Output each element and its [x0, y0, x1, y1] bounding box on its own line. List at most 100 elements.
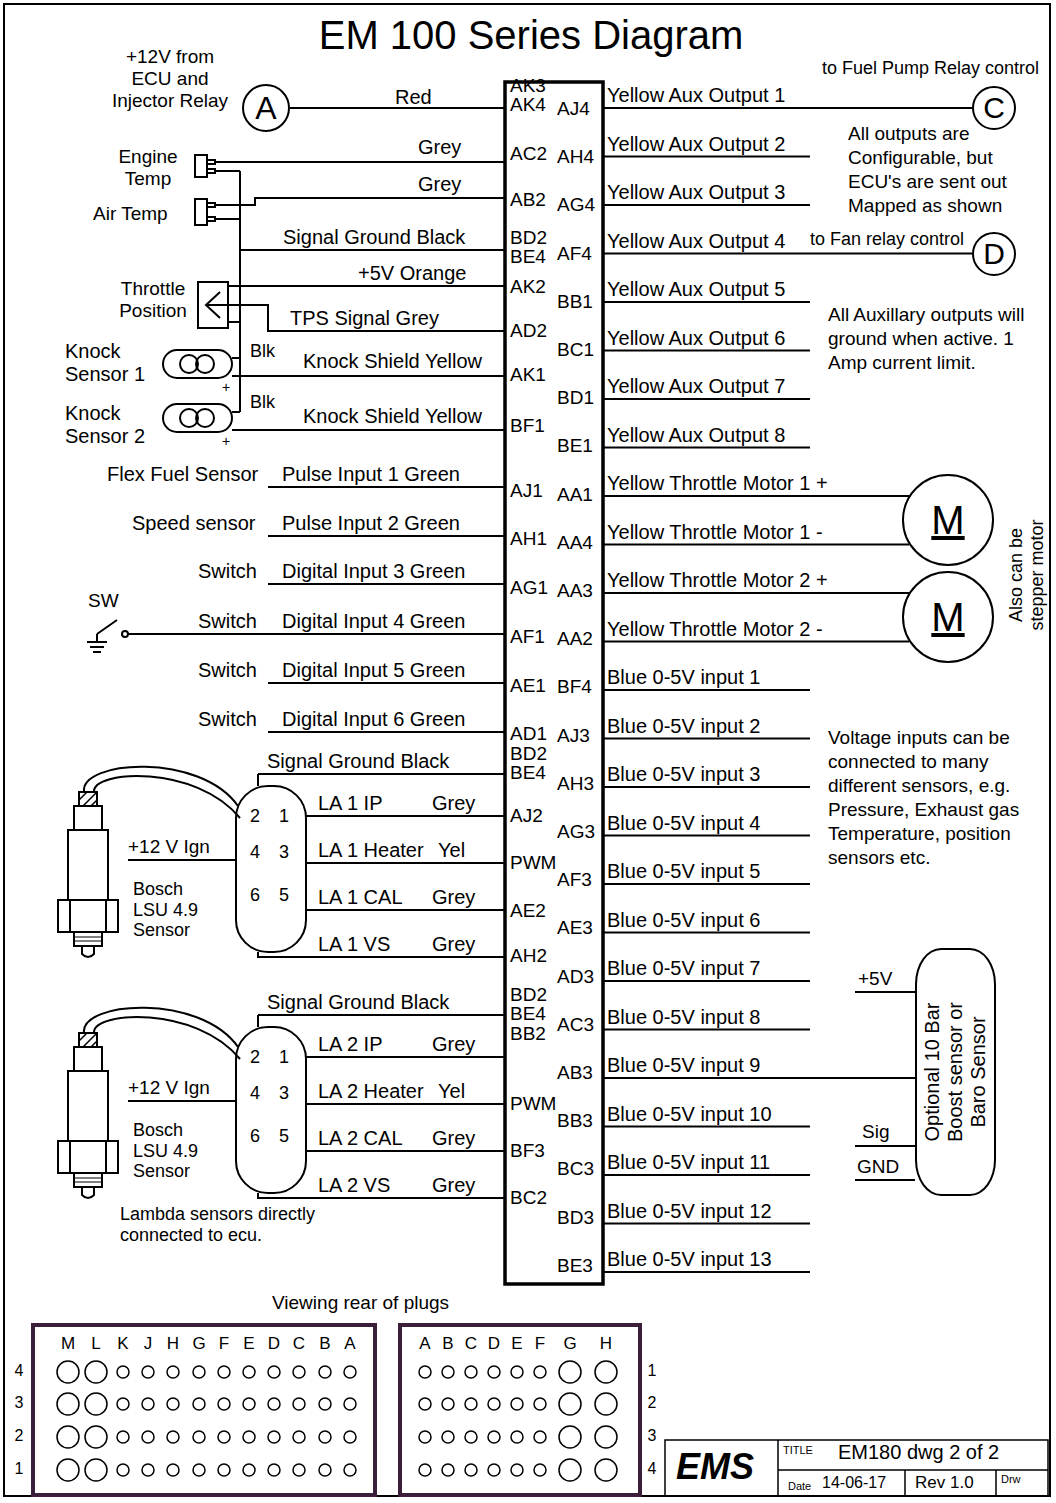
switch-symbol	[87, 620, 117, 652]
lambda-sensor	[128, 774, 505, 957]
plug-pin-hole	[595, 1459, 617, 1481]
label-text: 2	[250, 1047, 260, 1068]
label-text: Yel	[438, 839, 465, 862]
pin-column: H	[600, 1334, 612, 1354]
plug-pin-hole	[319, 1431, 331, 1443]
pin-row: 3	[648, 1427, 657, 1445]
pin-column: E	[511, 1334, 522, 1354]
plug-pin-hole	[268, 1464, 280, 1476]
throttle-position-sensor	[206, 292, 220, 318]
plug-pin-hole	[419, 1431, 431, 1443]
plug-pin-hole	[419, 1398, 431, 1410]
wire-label: Blue 0-5V input 8	[607, 1006, 760, 1029]
wire-label: Yellow Aux Output 6	[607, 327, 785, 350]
node-letter: A	[255, 92, 276, 124]
plug-pin-hole	[243, 1464, 255, 1476]
note-text: All outputs are Configurable, but ECU's …	[848, 122, 1030, 218]
plug-pin-hole	[57, 1459, 79, 1481]
wire-label: Blue 0-5V input 12	[607, 1200, 772, 1223]
label-text: Air Temp	[93, 203, 168, 225]
pin-name: BC2	[510, 1188, 547, 1208]
label-text: Grey	[418, 173, 461, 196]
plug-pin-hole	[142, 1366, 154, 1378]
label-text: SW	[88, 590, 119, 612]
plug-outline	[33, 1325, 640, 1495]
pin-name: BD2	[510, 985, 547, 1005]
label-text: +	[222, 379, 230, 395]
note-text: to Fuel Pump Relay control	[822, 58, 1039, 79]
pin-name: AE2	[510, 901, 546, 921]
plug-pin-hole	[243, 1398, 255, 1410]
knock-sensor-symbol	[196, 355, 214, 373]
pin-row: 2	[15, 1427, 24, 1445]
label-text: Throttle Position	[112, 278, 194, 322]
note-text: Also can be stepper motor	[1006, 515, 1047, 635]
label-text: 4	[250, 1083, 260, 1104]
plug-pin-hole	[344, 1431, 356, 1443]
plug-pin-hole	[559, 1459, 581, 1481]
wire-label: Yellow Aux Output 2	[607, 133, 785, 156]
plug-pin-hole	[344, 1366, 356, 1378]
pin-column: F	[219, 1334, 229, 1354]
label-text: Switch	[198, 659, 257, 682]
plug-pin-hole	[293, 1366, 305, 1378]
label-text: Signal Ground Black	[283, 226, 465, 249]
ecu-connector	[505, 82, 603, 1284]
plug-pin-hole	[319, 1366, 331, 1378]
label-text: Grey	[432, 1033, 475, 1056]
note-text: Voltage inputs can be connected to many …	[828, 726, 1040, 870]
label-text: LA 2 CAL	[318, 1127, 403, 1150]
plug-pin-hole	[85, 1459, 107, 1481]
pin-column: M	[61, 1334, 75, 1354]
plug-pin-hole	[488, 1366, 500, 1378]
label-text: Knock Shield Yellow	[303, 405, 482, 428]
label-text: Digital Input 6 Green	[282, 708, 465, 731]
pin-column: C	[293, 1334, 305, 1354]
temp-sensor-connector	[207, 203, 215, 207]
pin-column: K	[117, 1334, 128, 1354]
wire-label: Yellow Aux Output 3	[607, 181, 785, 204]
label-text: 1	[279, 1047, 289, 1068]
label-text: Grey	[432, 792, 475, 815]
motor-symbol: M	[902, 474, 994, 566]
plug-pin-hole	[268, 1366, 280, 1378]
pin-name: AG1	[510, 578, 548, 598]
label-text: 6	[250, 885, 260, 906]
label-text: 5	[279, 885, 289, 906]
plug-pin-hole	[167, 1431, 179, 1443]
pin-name: AB2	[510, 190, 546, 210]
pin-name: BE3	[557, 1256, 593, 1276]
label-text: Bosch LSU 4.9 Sensor	[133, 879, 207, 941]
wire-label: Blue 0-5V input 5	[607, 860, 760, 883]
plug-pin-hole	[465, 1398, 477, 1410]
plug-pin-hole	[344, 1398, 356, 1410]
pin-row: 1	[648, 1362, 657, 1380]
wire-label: Yellow Aux Output 8	[607, 424, 785, 447]
pin-name: BF4	[557, 677, 592, 697]
label-text: 6	[250, 1126, 260, 1147]
pin-column: A	[419, 1334, 430, 1354]
lambda-sensor	[79, 792, 97, 806]
sensor-box: Optional 10 Bar Boost sensor or Baro Sen…	[915, 948, 996, 1196]
plug-pin-hole	[193, 1366, 205, 1378]
plug-pin-hole	[344, 1464, 356, 1476]
pin-name: BE1	[557, 436, 593, 456]
label-text: Sig	[862, 1121, 889, 1143]
title-block-text: EM180 dwg 2 of 2	[838, 1441, 999, 1464]
temp-sensor-connector	[207, 160, 215, 164]
pin-column: J	[144, 1334, 153, 1354]
label-text: Switch	[198, 708, 257, 731]
pin-name: BB3	[557, 1111, 593, 1131]
plug-pin-hole	[559, 1426, 581, 1448]
pin-column: A	[344, 1334, 355, 1354]
plug-pin-hole	[293, 1431, 305, 1443]
plug-pin-hole	[193, 1398, 205, 1410]
plug-pin-hole	[167, 1464, 179, 1476]
pin-name: AF4	[557, 244, 592, 264]
throttle-position-sensor	[198, 282, 228, 328]
pin-column: F	[535, 1334, 545, 1354]
pin-column: H	[167, 1334, 179, 1354]
plug-pin-hole	[57, 1361, 617, 1481]
pin-row: 1	[15, 1460, 24, 1478]
title-block-text: 14-06-17	[822, 1474, 886, 1492]
